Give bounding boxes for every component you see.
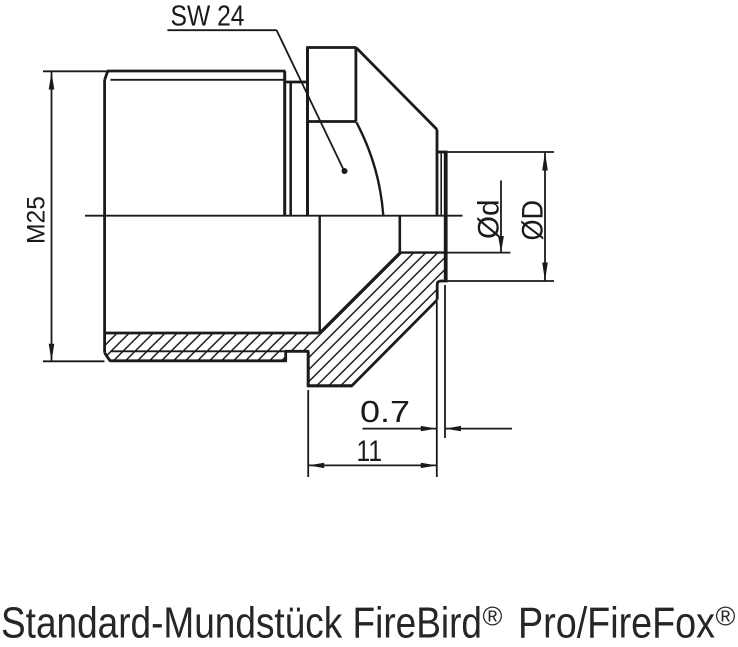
svg-text:Standard-Mundstück FireBird: Standard-Mundstück FireBird <box>1 600 482 647</box>
svg-text:M25: M25 <box>23 196 51 244</box>
svg-text:Pro/FireFox: Pro/FireFox <box>518 600 715 647</box>
svg-text:®: ® <box>483 602 503 632</box>
svg-text:®: ® <box>716 602 736 632</box>
svg-text:SW 24: SW 24 <box>171 0 245 32</box>
svg-text:ØD: ØD <box>517 200 550 241</box>
svg-text:Ød: Ød <box>473 200 506 240</box>
svg-text:0.7: 0.7 <box>360 394 410 429</box>
svg-text:11: 11 <box>357 435 383 468</box>
